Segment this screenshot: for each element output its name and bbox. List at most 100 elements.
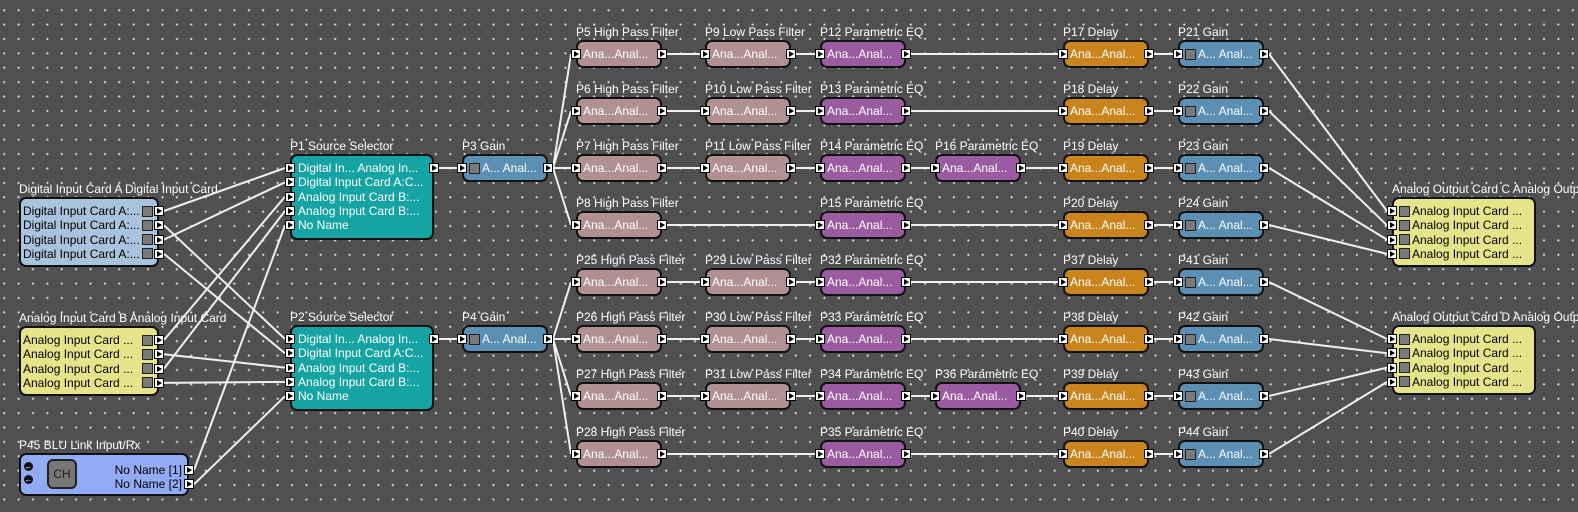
mute-toggle[interactable]: [1185, 333, 1196, 345]
input-port[interactable]: [1173, 163, 1183, 173]
output-port[interactable]: [154, 220, 164, 231]
back-arrow-icon[interactable]: ←: [24, 475, 33, 484]
mute-toggle[interactable]: [469, 162, 480, 174]
input-port[interactable]: [571, 163, 581, 173]
block-p14[interactable]: [820, 154, 906, 182]
channel-button[interactable]: CH: [47, 459, 77, 489]
mute-toggle[interactable]: [1399, 333, 1410, 345]
mute-toggle[interactable]: [1185, 219, 1196, 231]
mute-toggle[interactable]: [142, 248, 153, 260]
output-port[interactable]: [1016, 163, 1026, 173]
block-p17[interactable]: [1063, 40, 1149, 68]
output-port[interactable]: [184, 465, 194, 475]
output-port[interactable]: [1144, 391, 1154, 401]
output-port[interactable]: [429, 334, 439, 344]
input-port[interactable]: [285, 191, 295, 202]
mute-toggle[interactable]: [142, 205, 153, 217]
block-p26[interactable]: [576, 325, 662, 353]
input-port[interactable]: [1173, 449, 1183, 459]
output-port[interactable]: [154, 349, 164, 360]
input-port[interactable]: [815, 163, 825, 173]
output-port[interactable]: [657, 277, 667, 287]
block-p38[interactable]: [1063, 325, 1149, 353]
block-aocd[interactable]: [1392, 325, 1536, 395]
output-port[interactable]: [657, 220, 667, 230]
output-port[interactable]: [657, 449, 667, 459]
block-p6[interactable]: [576, 97, 662, 125]
input-port[interactable]: [700, 163, 710, 173]
mute-toggle[interactable]: [142, 219, 153, 231]
output-port[interactable]: [154, 335, 164, 345]
input-port[interactable]: [1173, 391, 1183, 401]
output-port[interactable]: [1144, 106, 1154, 116]
output-port[interactable]: [657, 334, 667, 344]
block-p9[interactable]: [705, 40, 791, 68]
output-port[interactable]: [901, 334, 911, 344]
output-port[interactable]: [786, 106, 796, 116]
input-port[interactable]: [700, 106, 710, 116]
output-port[interactable]: [1016, 391, 1026, 401]
back-arrow-icon[interactable]: ←: [24, 462, 33, 471]
mute-toggle[interactable]: [1399, 248, 1410, 260]
input-port[interactable]: [1387, 206, 1397, 216]
mute-toggle[interactable]: [1185, 390, 1196, 402]
output-port[interactable]: [901, 277, 911, 287]
mute-toggle[interactable]: [142, 363, 153, 375]
mute-toggle[interactable]: [142, 377, 153, 389]
block-p43[interactable]: [1178, 382, 1264, 410]
input-port[interactable]: [930, 163, 940, 173]
output-port[interactable]: [1259, 449, 1269, 459]
output-port[interactable]: [786, 391, 796, 401]
output-port[interactable]: [786, 277, 796, 287]
input-port[interactable]: [1173, 334, 1183, 344]
block-p34[interactable]: [820, 382, 906, 410]
output-port[interactable]: [154, 377, 164, 388]
input-port[interactable]: [1058, 277, 1068, 287]
input-port[interactable]: [1387, 348, 1397, 359]
output-port[interactable]: [1259, 106, 1269, 116]
input-port[interactable]: [700, 391, 710, 401]
block-p10[interactable]: [705, 97, 791, 125]
block-p31[interactable]: [705, 382, 791, 410]
output-port[interactable]: [1144, 49, 1154, 59]
output-port[interactable]: [1144, 334, 1154, 344]
output-port[interactable]: [429, 163, 439, 173]
input-port[interactable]: [571, 49, 581, 59]
output-port[interactable]: [657, 391, 667, 401]
mute-toggle[interactable]: [1399, 219, 1410, 231]
input-port[interactable]: [1387, 362, 1397, 373]
output-port[interactable]: [657, 163, 667, 173]
input-port[interactable]: [815, 277, 825, 287]
mute-toggle[interactable]: [1399, 376, 1410, 388]
output-port[interactable]: [657, 106, 667, 116]
input-port[interactable]: [571, 277, 581, 287]
input-port[interactable]: [285, 205, 295, 216]
output-port[interactable]: [786, 334, 796, 344]
block-dica[interactable]: [19, 197, 159, 267]
input-port[interactable]: [1058, 449, 1068, 459]
output-port[interactable]: [901, 106, 911, 116]
output-port[interactable]: [1144, 277, 1154, 287]
input-port[interactable]: [285, 348, 295, 359]
output-port[interactable]: [543, 163, 553, 173]
block-p13[interactable]: [820, 97, 906, 125]
output-port[interactable]: [154, 206, 164, 216]
block-p25[interactable]: [576, 268, 662, 296]
input-port[interactable]: [285, 391, 295, 402]
output-port[interactable]: [184, 479, 194, 490]
output-port[interactable]: [901, 220, 911, 230]
input-port[interactable]: [457, 334, 467, 344]
input-port[interactable]: [815, 49, 825, 59]
output-port[interactable]: [1259, 49, 1269, 59]
input-port[interactable]: [285, 376, 295, 387]
input-port[interactable]: [1387, 220, 1397, 231]
input-port[interactable]: [571, 334, 581, 344]
block-aicb[interactable]: [19, 326, 159, 396]
input-port[interactable]: [815, 334, 825, 344]
input-port[interactable]: [1173, 49, 1183, 59]
mute-toggle[interactable]: [1185, 105, 1196, 117]
output-port[interactable]: [1259, 163, 1269, 173]
block-p2[interactable]: [290, 325, 434, 411]
input-port[interactable]: [1387, 234, 1397, 245]
block-p30[interactable]: [705, 325, 791, 353]
